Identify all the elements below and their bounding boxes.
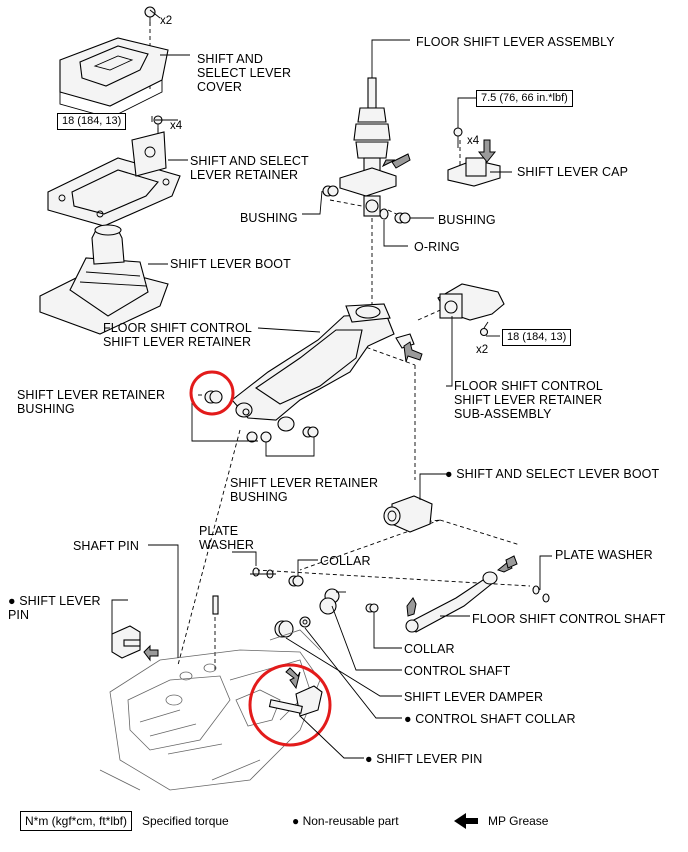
label-shift-lever-pin-left: ● SHIFT LEVER PIN xyxy=(8,594,101,622)
label-plate-washer-right: PLATE WASHER xyxy=(555,548,653,562)
floor-shift-control-retainer xyxy=(231,303,423,432)
label-collar-bottom: COLLAR xyxy=(404,642,455,656)
label-shift-lever-cap: SHIFT LEVER CAP xyxy=(517,165,629,179)
collar-top-part xyxy=(288,575,304,587)
label-bushing-right: BUSHING xyxy=(438,213,496,227)
label-floor-shift-lever-assembly: FLOOR SHIFT LEVER ASSEMBLY xyxy=(416,35,615,49)
label-shift-lever-retainer-bushing-2: SHIFT LEVER RETAINER BUSHING xyxy=(230,476,379,504)
label-shift-select-lever-boot: ● SHIFT AND SELECT LEVER BOOT xyxy=(445,467,660,481)
qty-cap-bolt: x4 xyxy=(467,135,480,147)
legend-torque-text: Specified torque xyxy=(142,814,229,828)
legend-torque-box: N*m (kgf*cm, ft*lbf) xyxy=(20,811,133,831)
o-ring-part xyxy=(379,208,389,220)
leader-lines xyxy=(148,9,552,759)
label-shaft-pin: SHAFT PIN xyxy=(73,539,139,553)
highlight-circle-retainer-bushing xyxy=(189,370,235,416)
qty-sub-assembly-bolt: x2 xyxy=(476,344,489,356)
floor-shift-lever-assembly xyxy=(339,77,411,217)
torque-cap-bolt: 7.5 (76, 66 in.*lbf) xyxy=(476,90,573,107)
mp-grease-legend-arrow-icon xyxy=(454,813,478,829)
shift-lever-damper-part xyxy=(274,620,294,638)
bushing-left-part xyxy=(322,185,339,197)
transmission-housing xyxy=(99,629,321,791)
label-shift-lever-damper: SHIFT LEVER DAMPER xyxy=(404,690,544,704)
control-shaft-collar-part xyxy=(299,616,311,628)
label-plate-washer-left: PLATE WASHER xyxy=(199,524,255,552)
label-shift-lever-pin-bottom: ● SHIFT LEVER PIN xyxy=(365,752,483,766)
qty-cover-screw: x2 xyxy=(160,15,173,27)
retainer-bushings-parts xyxy=(191,390,319,457)
legend-non-reusable: ● Non-reusable part xyxy=(292,814,399,828)
torque-sub-assembly-bolt: 18 (184, 13) xyxy=(502,329,572,346)
floor-shift-control-shaft-part xyxy=(405,555,518,633)
plate-washer-left-part xyxy=(250,567,276,579)
label-control-shaft: CONTROL SHAFT xyxy=(404,664,511,678)
collar-bottom-part xyxy=(365,603,379,613)
label-shift-lever-boot: SHIFT LEVER BOOT xyxy=(170,257,291,271)
label-bushing-left: BUSHING xyxy=(240,211,298,225)
label-shift-select-lever-retainer: SHIFT AND SELECT LEVER RETAINER xyxy=(190,154,309,182)
control-shaft-part xyxy=(319,588,346,615)
label-floor-shift-control-retainer: FLOOR SHIFT CONTROL SHIFT LEVER RETAINER xyxy=(103,321,252,349)
label-control-shaft-collar: ● CONTROL SHAFT COLLAR xyxy=(404,712,576,726)
label-floor-shift-control-shaft: FLOOR SHIFT CONTROL SHAFT xyxy=(472,612,666,626)
torque-retainer-bolt: 18 (184, 13) xyxy=(57,113,127,130)
label-shift-select-lever-cover: SHIFT AND SELECT LEVER COVER xyxy=(197,52,292,94)
shift-select-lever-boot-part xyxy=(383,495,433,533)
label-floor-shift-control-retainer-sub: FLOOR SHIFT CONTROL SHIFT LEVER RETAINER… xyxy=(454,379,603,421)
label-collar-top: COLLAR xyxy=(320,554,371,568)
label-shift-lever-retainer-bushing-1: SHIFT LEVER RETAINER BUSHING xyxy=(17,388,166,416)
label-o-ring: O-RING xyxy=(414,240,460,254)
qty-retainer-bolt: x4 xyxy=(170,120,183,132)
bushing-right-part xyxy=(394,212,411,224)
plate-washer-right-part xyxy=(532,585,550,603)
shaft-pin-part xyxy=(212,595,219,615)
legend-mp-grease: MP Grease xyxy=(488,814,549,828)
highlight-circle-shift-lever-pin xyxy=(248,663,332,747)
shift-select-lever-retainer xyxy=(47,115,181,227)
floor-shift-control-retainer-sub-assembly xyxy=(437,283,505,337)
shift-lever-pin-left-part xyxy=(111,599,159,662)
shift-select-lever-cover xyxy=(59,6,169,119)
shift-lever-cap xyxy=(447,127,501,187)
shift-lever-pin-bottom-part xyxy=(268,667,323,717)
shift-lever-boot xyxy=(39,224,169,335)
